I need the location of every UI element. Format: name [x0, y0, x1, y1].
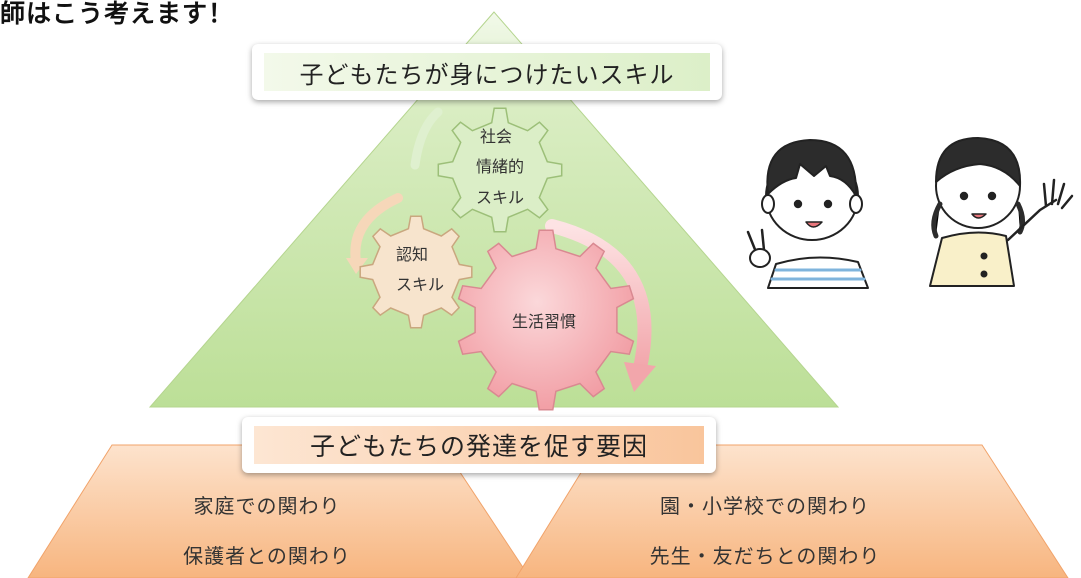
- gear-cognitive-line2: スキル: [396, 275, 444, 294]
- arrow-curve-pink: [545, 219, 652, 375]
- arrow-curve-upper: [410, 107, 443, 170]
- gear-cognitive-shape: [359, 215, 473, 329]
- left-base-line1: 家庭での関わり: [193, 494, 341, 518]
- left-base-line2: 保護者との関わり: [183, 544, 351, 568]
- gear-social-line1: 社会: [480, 127, 512, 146]
- gear-social-line3: スキル: [476, 188, 524, 207]
- right-base-line2: 先生・友だちとの関わり: [649, 544, 881, 568]
- school-factors-trapezoid: [515, 444, 1069, 578]
- gear-cognitive-line1: 認知: [396, 245, 428, 264]
- arrow-head-left: [346, 258, 368, 274]
- target-skills-box: 子どもたちが身につけたいスキル: [252, 44, 722, 100]
- development-factors-label: 子どもたちの発達を促す要因: [254, 426, 704, 464]
- arrow-head-pink: [624, 362, 656, 392]
- page-heading: 師はこう考えます！: [0, 0, 235, 28]
- gear-social-line2: 情緒的: [476, 157, 524, 176]
- girl-waving-icon: [929, 137, 1074, 287]
- boy-peace-sign-icon: [746, 139, 869, 289]
- target-skills-label: 子どもたちが身につけたいスキル: [264, 53, 710, 91]
- social-emotional-gear: [437, 107, 563, 233]
- gear-habits-shape: [457, 229, 635, 411]
- daily-habits-gear: [457, 229, 635, 411]
- gear-habits-label: 生活習慣: [512, 312, 576, 331]
- development-factors-box: 子どもたちの発達を促す要因: [242, 417, 716, 473]
- right-base-line1: 園・小学校での関わり: [660, 494, 870, 518]
- arrow-curve-left: [350, 193, 403, 267]
- gear-social-shape: [437, 107, 563, 233]
- cognitive-gear: [359, 215, 473, 329]
